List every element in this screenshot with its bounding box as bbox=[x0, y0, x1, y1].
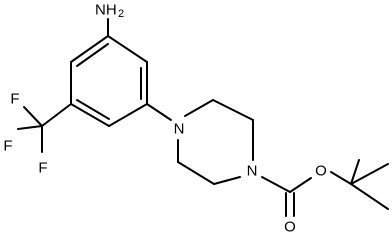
bond bbox=[212, 99, 254, 121]
bond bbox=[107, 35, 148, 63]
bond bbox=[350, 159, 360, 185]
piperazine-nitrogen-label: N bbox=[174, 121, 185, 138]
amino-group: NH 2 bbox=[95, 2, 124, 37]
fluorine-label: F bbox=[3, 138, 12, 155]
benzene-ring bbox=[70, 35, 148, 127]
bond bbox=[184, 99, 214, 117]
bond bbox=[23, 106, 43, 127]
bond bbox=[289, 177, 312, 193]
bond bbox=[261, 176, 291, 193]
bond bbox=[213, 176, 241, 185]
bond bbox=[177, 161, 215, 185]
amine-label: NH bbox=[95, 2, 117, 19]
bond bbox=[108, 103, 148, 127]
piperazine-nitrogen-label: N bbox=[247, 163, 258, 180]
boc-group: O O bbox=[261, 159, 389, 236]
fluorine-label: F bbox=[10, 91, 19, 108]
fluorine-label: F bbox=[38, 160, 47, 177]
bond bbox=[17, 125, 43, 130]
bond bbox=[350, 163, 389, 185]
amine-h-subscript: 2 bbox=[118, 8, 124, 20]
bond bbox=[70, 103, 110, 127]
piperazine-ring: N N bbox=[146, 99, 258, 185]
ester-oxygen-label: O bbox=[315, 163, 327, 180]
bond bbox=[350, 183, 389, 210]
aromatic-double-bond bbox=[76, 99, 110, 120]
bond bbox=[330, 171, 352, 185]
bond bbox=[70, 35, 109, 63]
carbonyl-oxygen-label: O bbox=[284, 219, 296, 236]
bond bbox=[146, 103, 172, 121]
aromatic-double-bond bbox=[76, 43, 109, 67]
trifluoromethyl-group: F F F bbox=[3, 91, 72, 177]
bond bbox=[41, 103, 72, 127]
